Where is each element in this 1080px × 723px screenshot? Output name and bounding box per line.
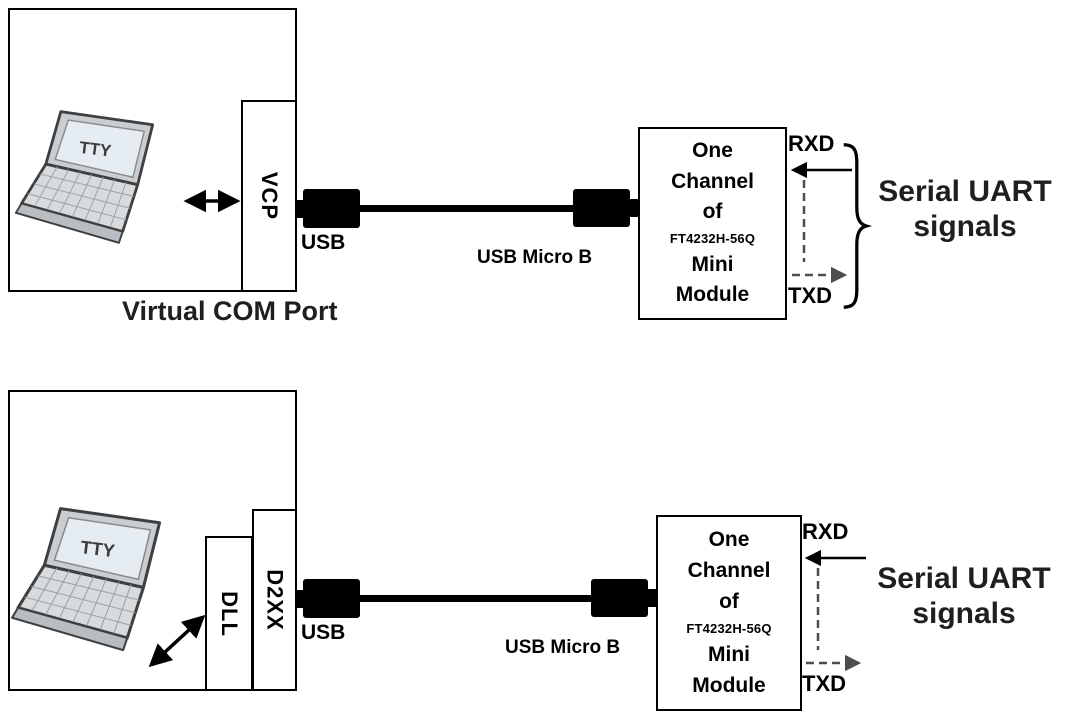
module-line: Channel [687, 558, 771, 582]
driver-box-d2xx: D2XX [252, 509, 297, 691]
diagram-caption: Virtual COM Port [122, 296, 338, 326]
signals-line-1: Serial UART [878, 175, 1052, 208]
bidirectional-arrow-icon [183, 189, 241, 213]
signals-line-2: signals [912, 596, 1016, 630]
brace-icon [843, 143, 873, 309]
mini-module-box: One Channel of FT4232H-56Q Mini Module [656, 515, 802, 711]
laptop-icon: TTY [11, 507, 162, 652]
driver-box-vcp-label: VCP [257, 171, 282, 221]
module-line: Mini [708, 643, 750, 667]
usb-micro-b-plug [573, 189, 630, 227]
module-line: of [719, 589, 739, 613]
usb-plug [303, 189, 360, 228]
module-line: Mini [691, 252, 734, 276]
usb-plug-label: USB [301, 231, 346, 254]
txd-label: TXD [802, 671, 846, 696]
micro-b-plug-nub [630, 199, 638, 217]
usb-plug-nub [297, 590, 303, 608]
laptop-screen-label: TTY [78, 138, 112, 161]
uart-signal-arrows [804, 549, 866, 672]
usb-cable [359, 205, 574, 212]
usb-cable [359, 595, 591, 602]
usb-plug-label: USB [301, 621, 346, 644]
signals-line-2: signals [913, 209, 1017, 243]
serial-uart-signals-label: Serial UART signals [858, 562, 1070, 631]
laptop-icon: TTY [14, 110, 155, 244]
uart-signal-arrows [790, 161, 852, 284]
driver-box-d2xx-label: D2XX [262, 569, 288, 631]
driver-box-dll: DLL [205, 536, 253, 691]
txd-label: TXD [788, 283, 832, 308]
usb-micro-b-label: USB Micro B [505, 637, 621, 658]
micro-b-plug-nub [648, 589, 656, 607]
serial-uart-signals-label: Serial UART signals [860, 175, 1070, 244]
module-line: Module [675, 283, 750, 307]
driver-box-dll-label: DLL [217, 590, 243, 637]
module-line: One [692, 139, 733, 163]
module-part-number: FT4232H-56Q [686, 620, 772, 636]
driver-box-vcp: VCP [241, 100, 297, 292]
module-line: of [702, 200, 723, 224]
module-line: One [708, 527, 750, 551]
usb-plug [303, 579, 360, 618]
laptop-screen-label: TTY [79, 537, 116, 561]
module-part-number: FT4232H-56Q [669, 230, 756, 246]
bidirectional-arrow-icon [148, 614, 206, 668]
usb-micro-b-label: USB Micro B [477, 247, 593, 268]
laptop-keyboard-grid [27, 166, 135, 229]
rxd-label: RXD [802, 519, 849, 544]
rxd-label: RXD [788, 131, 835, 156]
usb-plug-nub [297, 200, 303, 218]
laptop-keyboard-grid [24, 567, 140, 635]
module-line: Module [692, 674, 766, 698]
usb-micro-b-plug [591, 579, 648, 617]
module-line: Channel [671, 169, 754, 193]
signals-line-1: Serial UART [877, 562, 1051, 595]
mini-module-box: One Channel of FT4232H-56Q Mini Module [638, 127, 787, 320]
